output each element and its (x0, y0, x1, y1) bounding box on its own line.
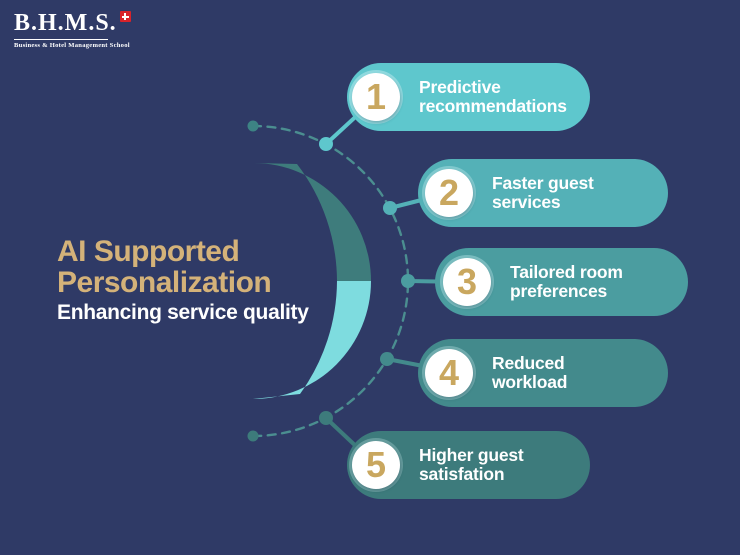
step-label-line1: Tailored room (510, 262, 623, 282)
step-label: Tailored room preferences (510, 263, 623, 301)
step-pill-5: 5 Higher guest satisfation (347, 431, 590, 499)
step-number-circle: 1 (352, 73, 400, 121)
step-pill-1: 1 Predictive recommendations (347, 63, 590, 131)
connector-dot-4 (380, 352, 394, 366)
connector-dot-3 (401, 274, 415, 288)
title-block: AI Supported Personalization Enhancing s… (57, 236, 309, 325)
step-label-line1: Faster guest (492, 173, 594, 193)
step-number: 5 (365, 444, 387, 485)
step-number: 2 (438, 172, 460, 213)
connector-dot-5 (319, 411, 333, 425)
step-number-ring: 5 (349, 438, 403, 492)
step-number-circle: 5 (352, 441, 400, 489)
step-label-line2: workload (492, 372, 568, 392)
step-label: Faster guest services (492, 174, 594, 212)
step-label: Higher guest satisfation (419, 446, 524, 484)
dashed-arc-end-dot-bottom (247, 430, 259, 442)
crescent-arc-lower (253, 281, 371, 399)
page-title-line2: Personalization (57, 266, 272, 299)
logo-divider (14, 39, 108, 40)
step-number: 4 (438, 352, 460, 393)
crescent-arc-upper (254, 163, 371, 281)
step-label-line1: Higher guest (419, 445, 524, 465)
step-number-ring: 1 (349, 70, 403, 124)
step-label-line2: recommendations (419, 96, 567, 116)
step-label-line1: Reduced (492, 353, 565, 373)
step-pill-2: 2 Faster guest services (418, 159, 668, 227)
bhms-logo: B.H.M.S. Business & Hotel Management Sch… (14, 10, 131, 49)
step-number: 3 (456, 261, 478, 302)
step-number: 1 (365, 76, 387, 117)
step-number-ring: 3 (440, 255, 494, 309)
step-label-line2: satisfation (419, 464, 505, 484)
swiss-cross-icon (119, 11, 131, 22)
step-label-line2: services (492, 192, 561, 212)
step-label: Reduced workload (492, 354, 567, 392)
step-number-ring: 4 (422, 346, 476, 400)
step-pill-4: 4 Reduced workload (418, 339, 668, 407)
step-number-circle: 4 (425, 349, 473, 397)
step-label: Predictive recommendations (419, 78, 567, 116)
dashed-arc-end-dot-top (247, 120, 259, 132)
connector-dot-2 (383, 201, 397, 215)
step-number-circle: 2 (425, 169, 473, 217)
step-label-line2: preferences (510, 281, 608, 301)
connector-dot-1 (319, 137, 333, 151)
page-subtitle: Enhancing service quality (57, 301, 309, 324)
step-number-circle: 3 (443, 258, 491, 306)
step-pill-3: 3 Tailored room preferences (435, 248, 688, 316)
step-number-ring: 2 (422, 166, 476, 220)
logo-acronym: B.H.M.S. (14, 10, 117, 36)
step-label-line1: Predictive (419, 77, 501, 97)
logo-tagline: Business & Hotel Management School (14, 42, 130, 49)
page-title-line1: AI Supported (57, 235, 240, 268)
